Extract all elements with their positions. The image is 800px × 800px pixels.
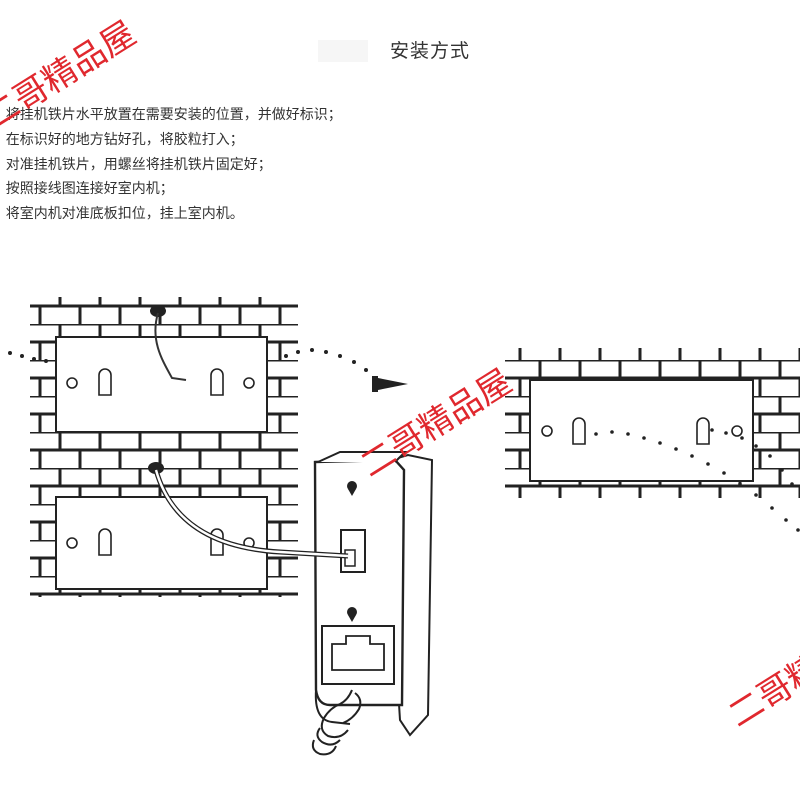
page-title: 安装方式 bbox=[390, 40, 471, 62]
wall-panel-top bbox=[30, 297, 298, 457]
watermark-text: 二哥精品屋 bbox=[0, 14, 143, 138]
wall-panel-middle bbox=[30, 457, 298, 597]
dotted-guide bbox=[8, 348, 368, 372]
steps-list: 1. 将挂机铁片水平放置在需要安装的位置，并做好标识； 2. 在标识好的地方钻好… bbox=[0, 103, 342, 227]
step-item: 2. 在标识好的地方钻好孔，将胶粒打入； bbox=[0, 131, 244, 148]
faint-logo bbox=[318, 40, 368, 62]
wall-panel-right bbox=[505, 348, 800, 498]
step-item: 3. 对准挂机铁片，用螺丝将挂机铁片固定好； bbox=[0, 156, 272, 173]
step-item: 1. 将挂机铁片水平放置在需要安装的位置，并做好标识； bbox=[0, 107, 342, 123]
intercom-handset-icon bbox=[311, 451, 434, 756]
dotted-guide bbox=[594, 428, 800, 532]
watermark-text: 二哥精品屋 bbox=[722, 612, 800, 736]
cable-icon bbox=[154, 312, 187, 381]
step-item: 5. 将室内机对准底板扣位，挂上室内机。 bbox=[0, 206, 244, 223]
screw-icon bbox=[372, 376, 408, 392]
step-item: 4. 按照接线图连接好室内机； bbox=[0, 181, 174, 198]
